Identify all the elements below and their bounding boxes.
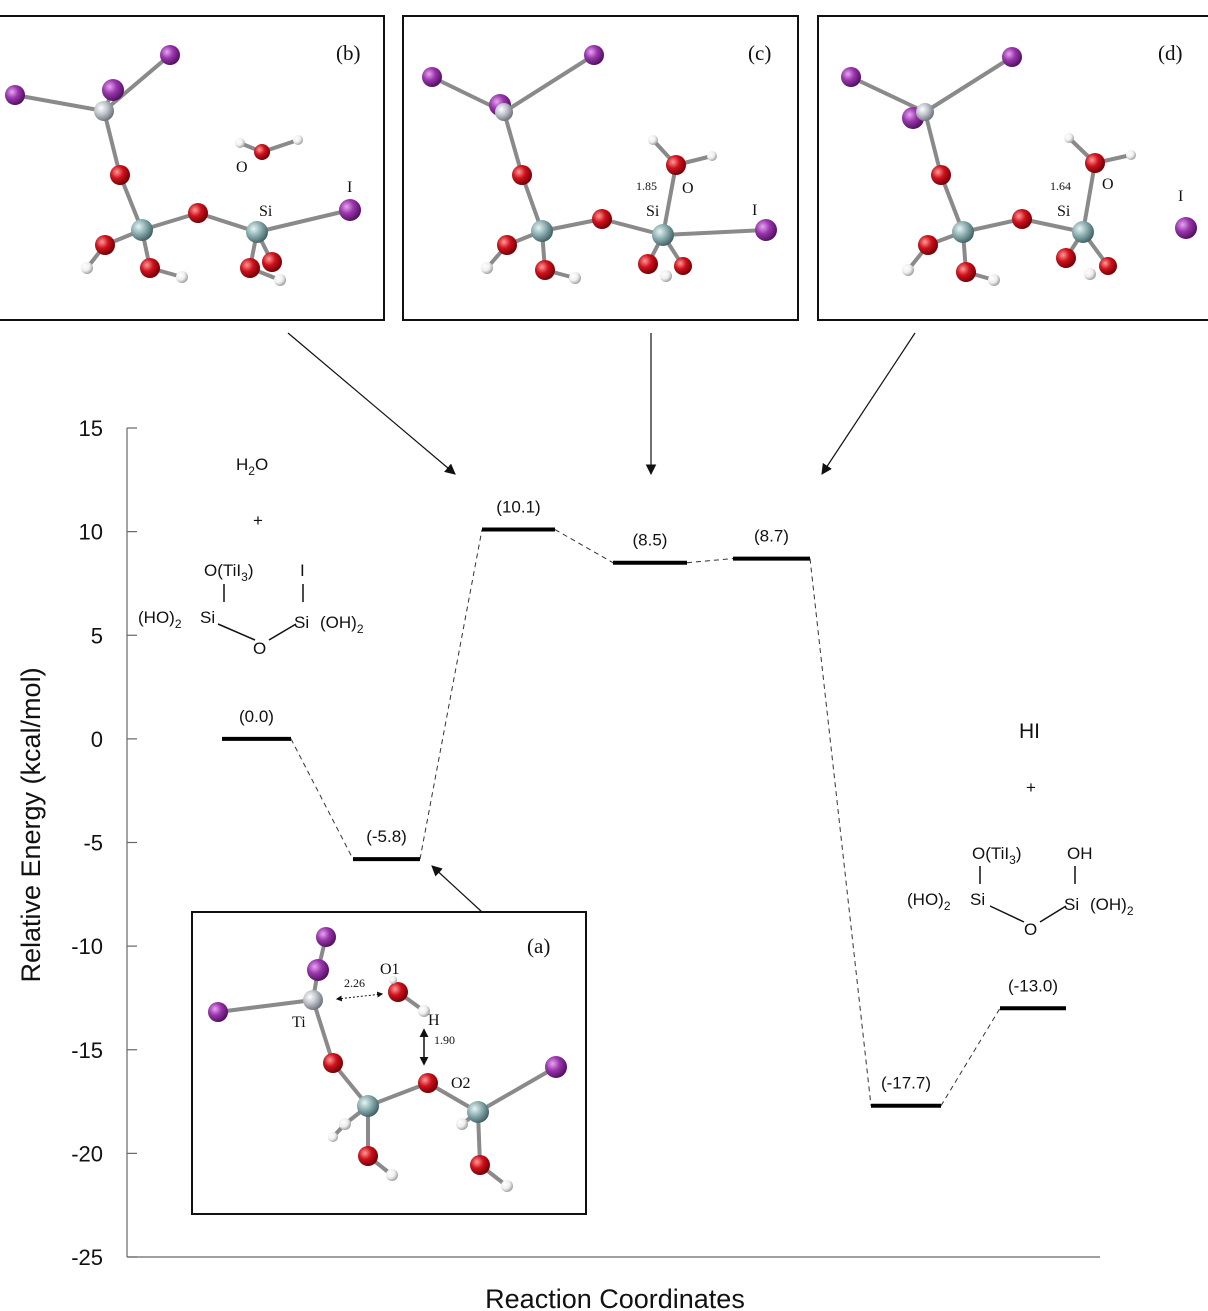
product-o-til: O(TiI3) (972, 844, 1022, 867)
product-hi: HI (1019, 720, 1040, 743)
y-tick-label: -15 (71, 1038, 103, 1063)
panel-d-distance: 1.64 (1050, 179, 1071, 193)
y-tick-label: -20 (71, 1141, 103, 1166)
panel-a-d2: 1.90 (434, 1033, 455, 1047)
energy-level-label: (-13.0) (1008, 976, 1058, 995)
panel-pointer-arrows (287, 332, 916, 913)
panel-d-oxygen: O (1102, 176, 1114, 193)
y-tick-label: 5 (91, 623, 103, 648)
reactant-water: H2O (236, 455, 268, 478)
energy-level-label: (-5.8) (366, 827, 407, 846)
energy-level-label: (-17.7) (881, 1074, 931, 1093)
y-tick-label: -5 (83, 831, 103, 856)
level-connector (940, 1008, 1001, 1106)
panel-a-o2: O2 (451, 1075, 471, 1092)
panel-b-iodine: I (347, 179, 352, 196)
reactant-o-til: O(TiI3) (204, 561, 254, 584)
panel-c: (c) 1.85 O Si I (402, 15, 799, 321)
product-plus: + (1026, 778, 1036, 797)
panel-d: (d) 1.64 O Si I (817, 15, 1208, 321)
energy-level-label: (8.7) (754, 527, 789, 546)
panel-c-silicon: Si (646, 203, 660, 220)
y-tick-label: -25 (71, 1245, 103, 1270)
y-tick-label: 0 (91, 727, 103, 752)
arrow-b-to-level (287, 332, 456, 475)
panel-a-h: H (428, 1012, 440, 1029)
level-connector (419, 529, 483, 860)
reactant-iodine: I (300, 561, 305, 580)
product-si-right: Si (1064, 895, 1079, 914)
panel-a: (a) O1 H O2 Ti 2.26 1.90 (191, 911, 587, 1215)
reactant-ho2: (HO)2 (138, 608, 182, 631)
product-oh2: (OH)2 (1090, 895, 1134, 918)
product-bridge-o: O (1024, 920, 1037, 939)
panel-d-silicon: Si (1057, 203, 1071, 220)
panel-a-o1: O1 (380, 961, 400, 978)
level-connector (290, 738, 354, 860)
product-ho2: (HO)2 (907, 890, 951, 913)
panel-d-letter: (d) (1158, 41, 1183, 65)
panel-c-letter: (c) (748, 41, 771, 65)
reactant-si-right: Si (294, 613, 309, 632)
reactant-si-left: Si (200, 608, 215, 627)
panel-a-ti: Ti (292, 1014, 306, 1031)
level-connector (686, 558, 734, 564)
panel-a-d1: 2.26 (344, 976, 365, 990)
panel-c-iodine: I (752, 202, 757, 219)
panel-c-distance: 1.85 (636, 179, 657, 193)
arrow-d-to-level (821, 332, 916, 475)
energy-levels: (0.0) (-5.8) (10.1) (8.5) (8.7) (-17.7) (-13.0… (222, 498, 1066, 1108)
y-tick-label: 15 (79, 416, 103, 441)
panel-d-iodine: I (1178, 188, 1183, 205)
y-axis-title: Relative Energy (kcal/mol) (16, 667, 46, 982)
energy-level-label: (10.1) (496, 498, 540, 517)
panel-b: (b) O Si I (0, 15, 385, 321)
energy-level-label: (0.0) (239, 707, 274, 726)
reactant-plus: + (253, 511, 263, 530)
panel-b-silicon: Si (259, 203, 273, 220)
level-connector (554, 529, 614, 564)
panel-c-oxygen: O (682, 180, 694, 197)
reactant-bridge-o: O (253, 639, 266, 658)
products-scheme: HI + O(TiI3) OH (HO)2 Si Si (OH)2 O (907, 720, 1134, 939)
panel-b-oxygen: O (236, 159, 248, 176)
arrow-a-to-level (431, 865, 483, 913)
y-ticks: 15 10 5 0 -5 -10 -15 -20 -25 (71, 416, 137, 1270)
panel-b-letter: (b) (336, 41, 361, 65)
level-connectors (290, 529, 1001, 1106)
level-connector (809, 558, 872, 1106)
x-axis-title: Reaction Coordinates (485, 1284, 745, 1311)
reactants-scheme: H2O + O(TiI3) I (HO)2 Si Si (OH)2 O (138, 455, 364, 658)
chart-axes: 15 10 5 0 -5 -10 -15 -20 -25 (71, 416, 1100, 1270)
y-tick-label: 10 (79, 520, 103, 545)
panel-a-letter: (a) (527, 934, 550, 958)
product-oh: OH (1067, 844, 1093, 863)
reactant-oh2: (OH)2 (320, 613, 364, 636)
y-tick-label: -10 (71, 934, 103, 959)
energy-level-label: (8.5) (633, 531, 668, 550)
product-si-left: Si (970, 890, 985, 909)
